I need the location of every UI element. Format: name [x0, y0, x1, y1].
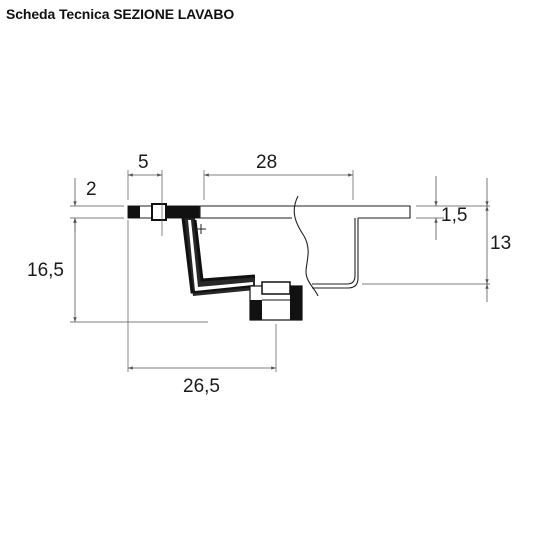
break-line [293, 195, 319, 297]
dim-label-28: 28 [256, 152, 277, 173]
drain-pipe-core [188, 220, 253, 291]
gasket-black [166, 206, 200, 218]
basin-bowl-inner [312, 218, 356, 285]
dim-label-2: 2 [86, 179, 97, 200]
drain-fitting-right [290, 286, 302, 320]
dimension-lines [73, 173, 489, 370]
basin-bowl [312, 218, 359, 289]
dim-label-5: 5 [138, 152, 149, 173]
basin-top-plate [200, 205, 411, 219]
dim-label-26-5: 26,5 [183, 376, 220, 397]
dim-label-1-5: 1,5 [441, 205, 467, 226]
drain-pipe-fill [183, 218, 255, 296]
title-main: SEZIONE LAVABO [113, 6, 235, 22]
extension-lines [70, 170, 490, 372]
clip-block [151, 203, 167, 221]
dim-label-13: 13 [490, 233, 511, 254]
drain-fitting-left [250, 300, 262, 320]
dimension-labels: 5 28 2 1,5 13 16,5 26,5 [27, 152, 511, 397]
basin-top-left [199, 206, 292, 219]
dim-label-16-5: 16,5 [27, 260, 64, 281]
countertop-edge-black [128, 206, 140, 218]
title-prefix: Scheda Tecnica [6, 6, 110, 22]
sink-profile [127, 195, 411, 321]
page-title: Scheda Tecnica SEZIONE LAVABO [6, 6, 234, 22]
drain-fitting-collar [261, 281, 291, 295]
